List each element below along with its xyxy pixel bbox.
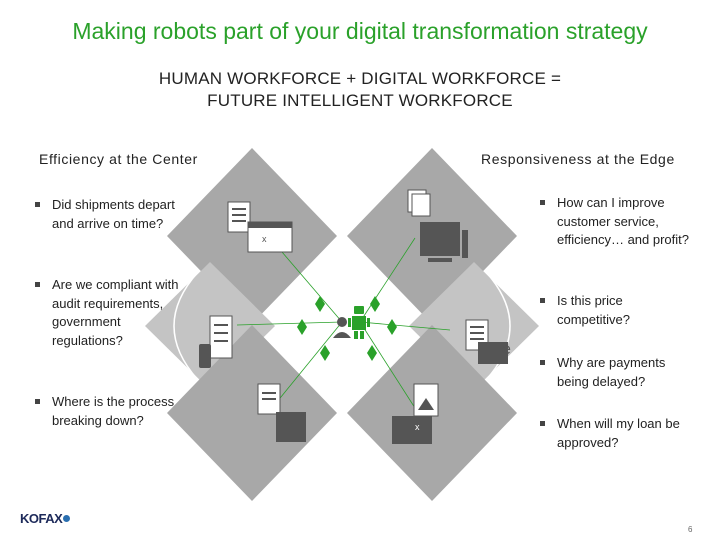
subtitle-line-2: FUTURE INTELLIGENT WORKFORCE [207,91,513,110]
right-bullet: Why are payments being delayed? [539,354,699,391]
connector-lines [236,237,451,409]
kofax-logo: KOFAX [20,511,71,526]
connector-markers [297,296,397,361]
right-bullet-list: How can I improve customer service, effi… [539,194,699,250]
right-bullet: When will my loan be approved? [539,415,699,452]
right-bullet-list: Why are payments being delayed? [539,354,699,391]
robot-icon [348,306,370,339]
svg-text:x: x [415,422,420,432]
right-bullet-list: When will my loan be approved? [539,415,699,452]
right-bullet: How can I improve customer service, effi… [539,194,699,250]
outer-arc-right [485,271,511,381]
image-window-icon: x [392,383,439,444]
svg-text:x: x [262,234,267,244]
left-column-heading: Efficiency at the Center [39,151,198,167]
logo-mark-icon [63,515,71,522]
right-bullet: Is this price competitive? [539,292,699,329]
left-bullet: Where is the process breaking down? [34,393,184,430]
document-printer-icon [257,383,306,442]
right-column-heading: Responsiveness at the Edge [481,151,675,167]
svg-text:e: e [502,341,511,358]
slide-subtitle: HUMAN WORKFORCE + DIGITAL WORKFORCE = FU… [0,68,720,112]
logo-text: KOFAX [20,511,63,526]
document-window-icon: x [227,201,293,253]
subtitle-line-1: HUMAN WORKFORCE + DIGITAL WORKFORCE = [158,69,562,88]
slide-title: Making robots part of your digital trans… [72,18,648,44]
left-bullet-list: Are we compliant with audit requirements… [34,276,184,350]
outer-arc-left [173,271,199,381]
email-spreadsheet-icon: e [465,319,511,364]
left-bullet-list: Where is the process breaking down? [34,393,184,430]
left-bullet: Did shipments depart and arrive on time? [34,196,184,233]
form-phone-icon [199,315,233,368]
person-icon [333,317,351,338]
page-number: 6 [688,525,693,534]
diamond-bottom-left [167,325,337,501]
left-bullet-list: Did shipments depart and arrive on time? [34,196,184,233]
monitor-stack-icon [407,189,468,262]
left-bullet: Are we compliant with audit requirements… [34,276,184,350]
right-bullet-list: Is this price competitive? [539,292,699,329]
